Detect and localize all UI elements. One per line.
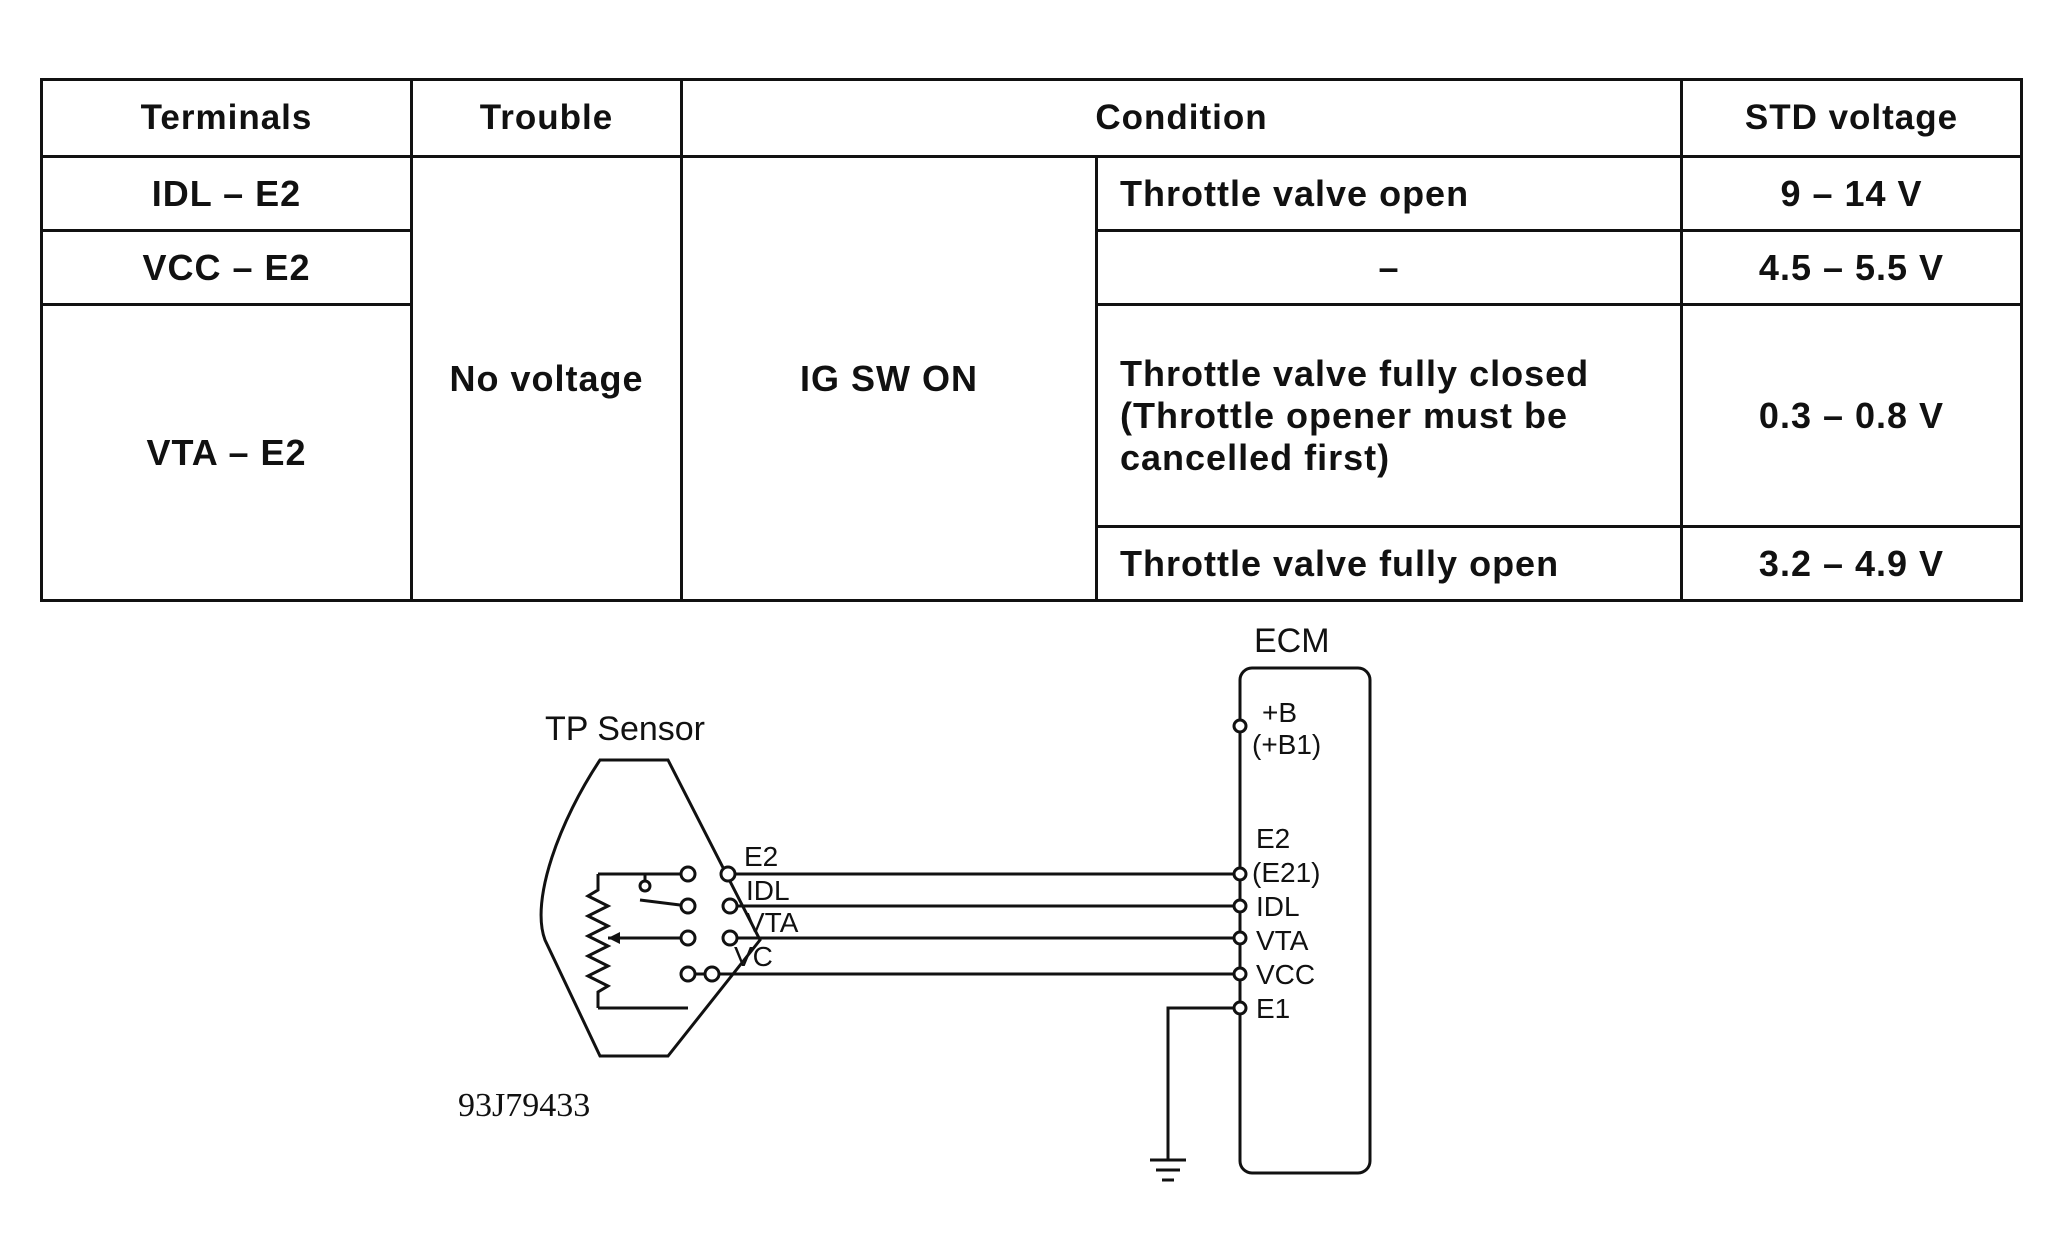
ecm-box <box>1238 666 1372 1175</box>
figure-code: 93J79433 <box>458 1087 590 1124</box>
condition-fully-open: Throttle valve fully open <box>1095 525 1683 602</box>
tp-sensor-circuit-diagram: TP Sensor ECM E2 IDL VTA VC +B (+B1) E2 … <box>458 622 1372 1182</box>
ecm-pin-idl: IDL <box>1256 891 1300 922</box>
condition-fully-closed-line3: cancelled first) <box>1120 436 1391 478</box>
voltage-vta-closed: 0.3 – 0.8 V <box>1680 303 2023 528</box>
header-trouble: Trouble <box>410 78 683 158</box>
trouble-cell: No voltage <box>410 155 683 602</box>
voltage-vcc: 4.5 – 5.5 V <box>1680 229 2023 306</box>
voltage-spec-table: Terminals Trouble Condition STD voltage … <box>40 78 2023 602</box>
condition-fully-closed: Throttle valve fully closed (Throttle op… <box>1095 303 1683 528</box>
wire-e1-ground <box>1166 1006 1240 1160</box>
voltage-idl: 9 – 14 V <box>1680 155 2023 232</box>
terminals-vcc-e2: VCC – E2 <box>40 229 413 306</box>
ecm-pin-e1: E1 <box>1256 993 1290 1024</box>
ecm-pin-b1: (+B1) <box>1252 729 1321 760</box>
tp-sensor-label: TP Sensor <box>545 710 705 748</box>
header-terminals: Terminals <box>40 78 413 158</box>
voltage-vta-open: 3.2 – 4.9 V <box>1680 525 2023 602</box>
ecm-pin-e21: (E21) <box>1252 857 1320 888</box>
sensor-pin-vta: VTA <box>746 907 799 938</box>
ecm-pin-vcc: VCC <box>1256 959 1315 990</box>
sensor-pin-vc: VC <box>734 941 773 972</box>
condition-throttle-open: Throttle valve open <box>1095 155 1683 232</box>
ecm-pin-e2: E2 <box>1256 823 1290 854</box>
condition-fully-closed-line2: (Throttle opener must be <box>1120 394 1569 436</box>
condition-dash: – <box>1095 229 1683 306</box>
sensor-resistor <box>584 880 612 1002</box>
header-condition: Condition <box>680 78 1683 158</box>
tp-sensor-housing <box>539 758 762 1058</box>
header-std-voltage: STD voltage <box>1680 78 2023 158</box>
terminals-idl-e2: IDL – E2 <box>40 155 413 232</box>
ecm-pin-b: +B <box>1262 697 1297 728</box>
condition-main-cell: IG SW ON <box>680 155 1098 602</box>
vta-wiper-arrow <box>608 932 620 944</box>
ecm-pin-vta: VTA <box>1256 925 1309 956</box>
ecm-label: ECM <box>1254 622 1330 660</box>
sensor-pin-idl: IDL <box>746 875 790 906</box>
terminals-vta-e2: VTA – E2 <box>40 303 413 602</box>
sensor-pin-e2: E2 <box>744 841 778 872</box>
condition-fully-closed-line1: Throttle valve fully closed <box>1120 352 1590 394</box>
